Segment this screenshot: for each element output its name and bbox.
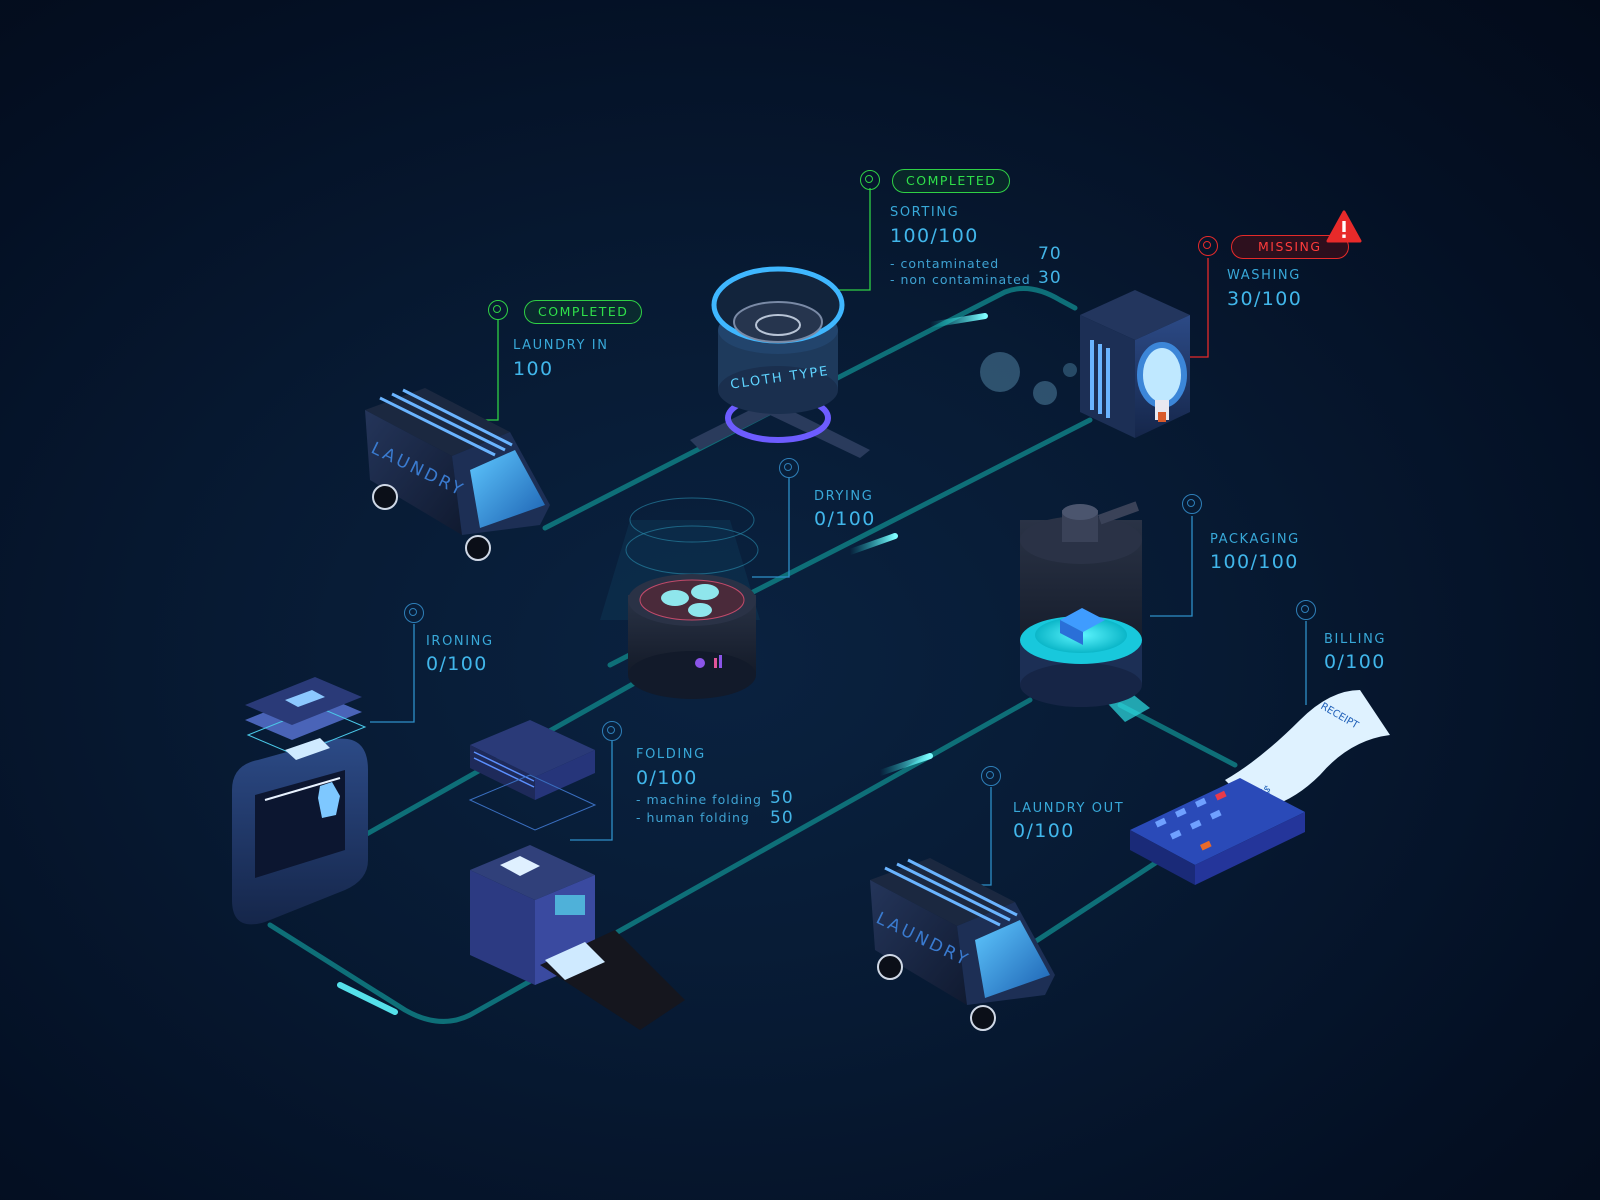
detail-label: - machine folding: [636, 792, 762, 807]
sorting-machine: CLOTH TYPE: [690, 266, 870, 458]
stage-value: 0/100: [1013, 820, 1075, 842]
stage-value: 100: [513, 358, 554, 380]
stage-value: 0/100: [426, 653, 488, 675]
detail-value: 50: [770, 788, 794, 808]
track-flow-highlights: [337, 313, 988, 1015]
packaging-machine: [1020, 501, 1150, 722]
drying-machine: [600, 497, 760, 699]
process-track: [267, 285, 1238, 1024]
washing-machine: [980, 290, 1190, 438]
status-badge: MISSING: [1231, 235, 1349, 259]
status-badge: COMPLETED: [892, 169, 1011, 193]
stage-value: 0/100: [1324, 651, 1386, 673]
status-ring-icon: [779, 458, 799, 478]
stage-title: LAUNDRY IN: [513, 338, 609, 353]
stage-value: 100/100: [890, 225, 979, 247]
stage-value: 0/100: [636, 767, 698, 789]
status-ring-icon: [1182, 494, 1202, 514]
status-ring-icon: [981, 766, 1001, 786]
stage-title: BILLING: [1324, 632, 1387, 647]
billing-calculator: RECEIPT $$$: [1130, 690, 1390, 885]
folding-machine: [468, 720, 685, 1030]
laundry-in-van: LAUNDRY: [365, 388, 550, 561]
stage-title: WASHING: [1227, 268, 1301, 283]
status-ring-icon: [1296, 600, 1316, 620]
stage-title: LAUNDRY OUT: [1013, 801, 1125, 816]
stage-title: SORTING: [890, 205, 960, 220]
detail-label: - contaminated: [890, 256, 1000, 271]
detail-label: - non contaminated: [890, 272, 1031, 287]
ironing-station: [232, 677, 368, 925]
stage-value: 100/100: [1210, 551, 1299, 573]
stage-title: DRYING: [814, 489, 874, 504]
laundry-out-van: LAUNDRY: [870, 858, 1055, 1031]
stage-value: 30/100: [1227, 288, 1303, 310]
warning-icon: [1326, 210, 1362, 243]
stage-title: FOLDING: [636, 747, 706, 762]
detail-value: 70: [1038, 244, 1062, 264]
status-ring-icon: [860, 170, 880, 190]
detail-value: 30: [1038, 268, 1062, 288]
status-ring-icon: [404, 603, 424, 623]
stage-title: IRONING: [426, 634, 494, 649]
detail-label: - human folding: [636, 810, 750, 825]
stage-value: 0/100: [814, 508, 876, 530]
status-ring-icon: [488, 300, 508, 320]
detail-value: 50: [770, 808, 794, 828]
stage-title: PACKAGING: [1210, 532, 1300, 547]
status-badge: COMPLETED: [524, 300, 643, 324]
leader-lines: [370, 188, 1307, 886]
status-ring-icon: [1198, 236, 1218, 256]
status-ring-icon: [602, 721, 622, 741]
